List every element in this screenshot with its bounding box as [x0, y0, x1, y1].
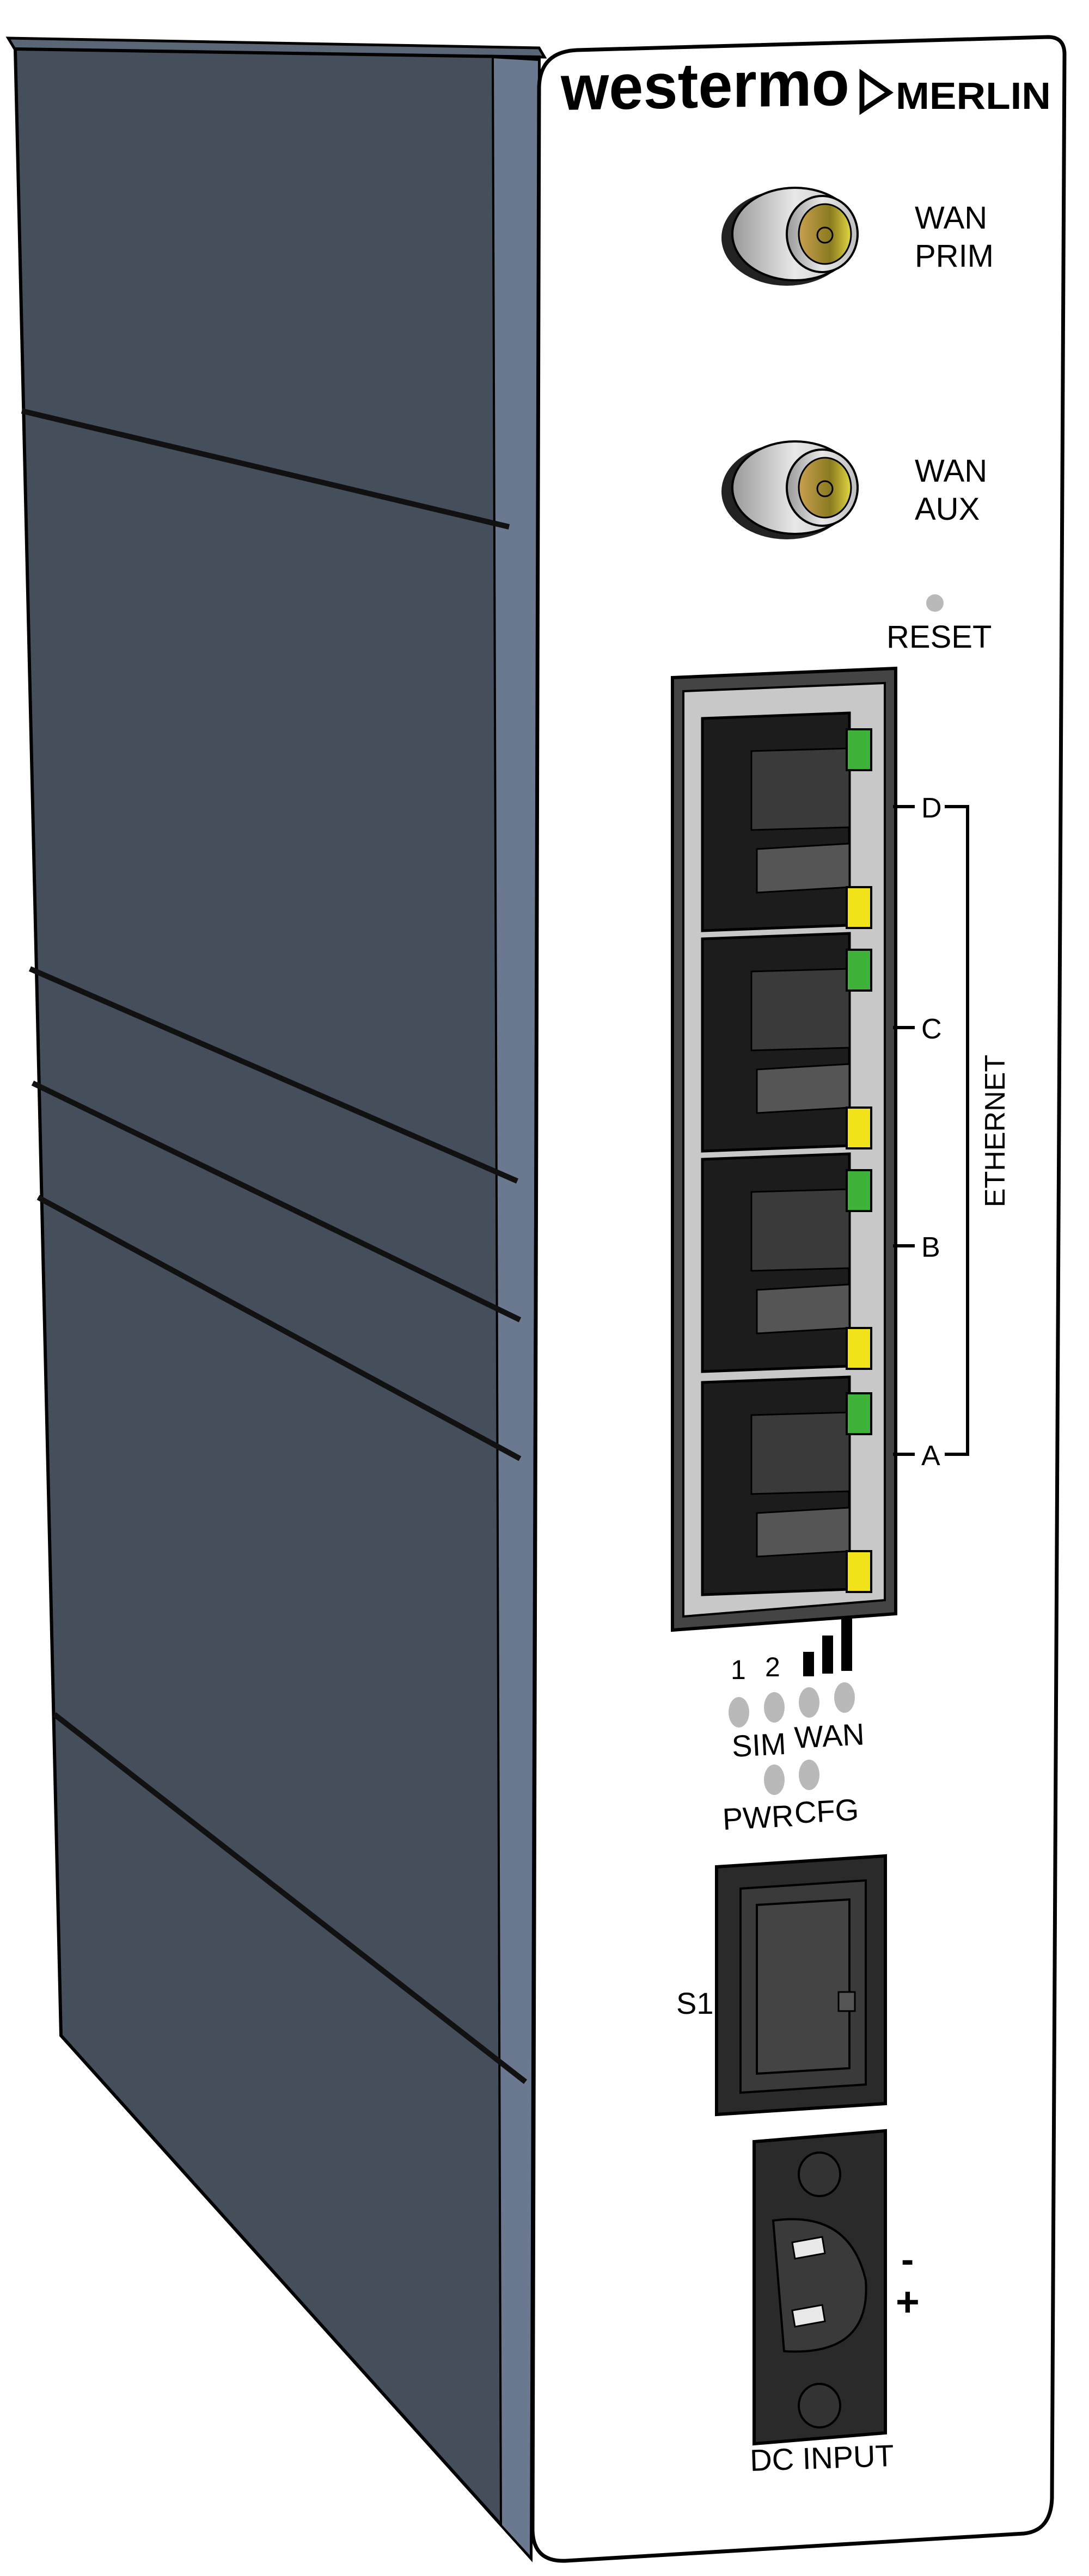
sim-2-label: 2	[765, 1652, 780, 1682]
pwr-led	[764, 1765, 785, 1795]
wan-aux-connector[interactable]	[721, 440, 859, 539]
reset-button[interactable]	[926, 594, 944, 612]
merlin-triangle-icon	[859, 69, 894, 115]
wan-led-1	[799, 1687, 819, 1718]
ethernet-port-a[interactable]	[701, 1375, 872, 1596]
s1-label: S1	[676, 1986, 714, 2020]
sim-1-led	[729, 1697, 749, 1727]
port-label-c: C	[921, 1013, 942, 1045]
status-leds	[729, 1682, 855, 1795]
merlin-logo: MERLIN	[896, 75, 1051, 117]
pwr-label: PWR	[721, 1798, 794, 1836]
activity-led-d	[846, 886, 872, 929]
port-label-b: B	[921, 1232, 940, 1263]
sim-2-led	[764, 1692, 785, 1723]
port-label-a: A	[921, 1440, 940, 1472]
ethernet-bracket	[893, 805, 969, 1456]
reset-label: RESET	[886, 619, 992, 655]
link-led-c	[846, 949, 872, 992]
cfg-label: CFG	[793, 1792, 859, 1830]
side-grooves	[21, 408, 528, 2084]
signal-strength-icon	[803, 1616, 852, 1676]
dc-plus-label: +	[896, 2279, 920, 2325]
link-led-a	[846, 1392, 872, 1435]
wan-prim-label-1: WAN	[915, 200, 987, 236]
ethernet-label: ETHERNET	[980, 1055, 1011, 1207]
cfg-led	[799, 1760, 819, 1790]
wan-led-2	[834, 1682, 855, 1713]
wan-prim-label-2: PRIM	[915, 238, 994, 274]
activity-led-a	[846, 1550, 872, 1593]
housing-edge	[491, 56, 541, 2561]
link-led-d	[846, 728, 872, 771]
s1-port[interactable]	[715, 1854, 887, 2117]
wan-aux-label-2: AUX	[915, 491, 980, 527]
dc-input-connector[interactable]	[752, 2129, 887, 2446]
wan-status-label: WAN	[793, 1717, 865, 1755]
sim-label: SIM	[731, 1726, 787, 1763]
ethernet-port-d[interactable]	[701, 711, 872, 932]
wan-prim-connector[interactable]	[721, 187, 859, 286]
ethernet-port-b[interactable]	[701, 1152, 872, 1373]
ethernet-port-c[interactable]	[701, 932, 872, 1153]
activity-led-c	[846, 1106, 872, 1149]
port-label-d: D	[921, 792, 942, 824]
dc-input-label: DC INPUT	[749, 2438, 894, 2477]
sim-1-label: 1	[731, 1655, 746, 1685]
dc-minus-label: -	[901, 2238, 914, 2280]
wan-aux-label-1: WAN	[915, 453, 987, 489]
westermo-logo: westermo	[560, 47, 849, 124]
activity-led-b	[846, 1327, 872, 1370]
link-led-b	[846, 1169, 872, 1212]
